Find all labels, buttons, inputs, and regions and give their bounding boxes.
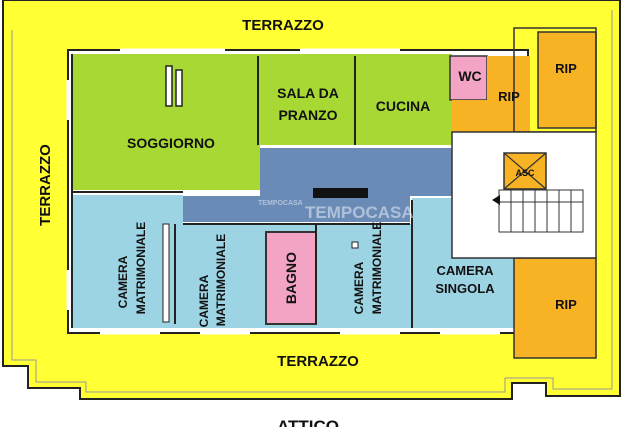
window-marks [66,48,500,335]
bagno-label: BAGNO [283,252,299,304]
lift-cross-icon [503,152,547,190]
sala-da-pranzo-label-1: SALA DA [277,85,339,101]
hallway-zone [183,148,452,222]
floor-label: ATTICO [277,417,339,427]
stair-core [451,131,597,259]
rip-top-room [537,31,597,129]
camera-matrimoniale-3-label-1: CAMERA [352,261,366,314]
stair-steps [498,189,584,233]
terrace-left-label: TERRAZZO [37,144,54,226]
soggiorno-label: SOGGIORNO [127,135,215,151]
fireplace [313,188,368,198]
pillar [162,223,170,323]
stair-arrow-icon [492,195,500,205]
terrace-bottom-label: TERRAZZO [277,353,359,370]
terrace-top-label: TERRAZZO [242,17,324,34]
cucina-label: CUCINA [376,98,430,114]
camera-singola-label-2: SINGOLA [435,281,495,296]
pillar [165,65,173,107]
watermark-small: TEMPOCASA [258,200,303,207]
pillar [351,241,359,249]
terrace-inner-outline [11,10,613,393]
rip-top-label: RIP [555,61,577,76]
camera-matrimoniale-2-label-2: MATRIMONIALE [214,234,228,326]
rip-small-room [452,56,530,145]
rip-small-label: RIP [498,89,520,104]
camera-matrimoniale-1-label-1: CAMERA [116,255,130,308]
camera-matrimoniale-1-label-2: MATRIMONIALE [134,222,148,314]
asc-label: ASC [515,168,535,178]
watermark-large: TEMPOCASA [305,203,414,222]
sala-da-pranzo-label-2: PRANZO [278,107,337,123]
bathroom-room [265,231,317,325]
rip-bottom-label: RIP [555,297,577,312]
camera-matrimoniale-3-label-2: MATRIMONIALE [370,222,384,314]
wc-label: WC [458,68,481,84]
pillar [175,69,183,107]
camera-singola-label-1: CAMERA [436,263,494,278]
interior-walls [71,54,413,328]
camera-matrimoniale-2-label-1: CAMERA [197,274,211,327]
